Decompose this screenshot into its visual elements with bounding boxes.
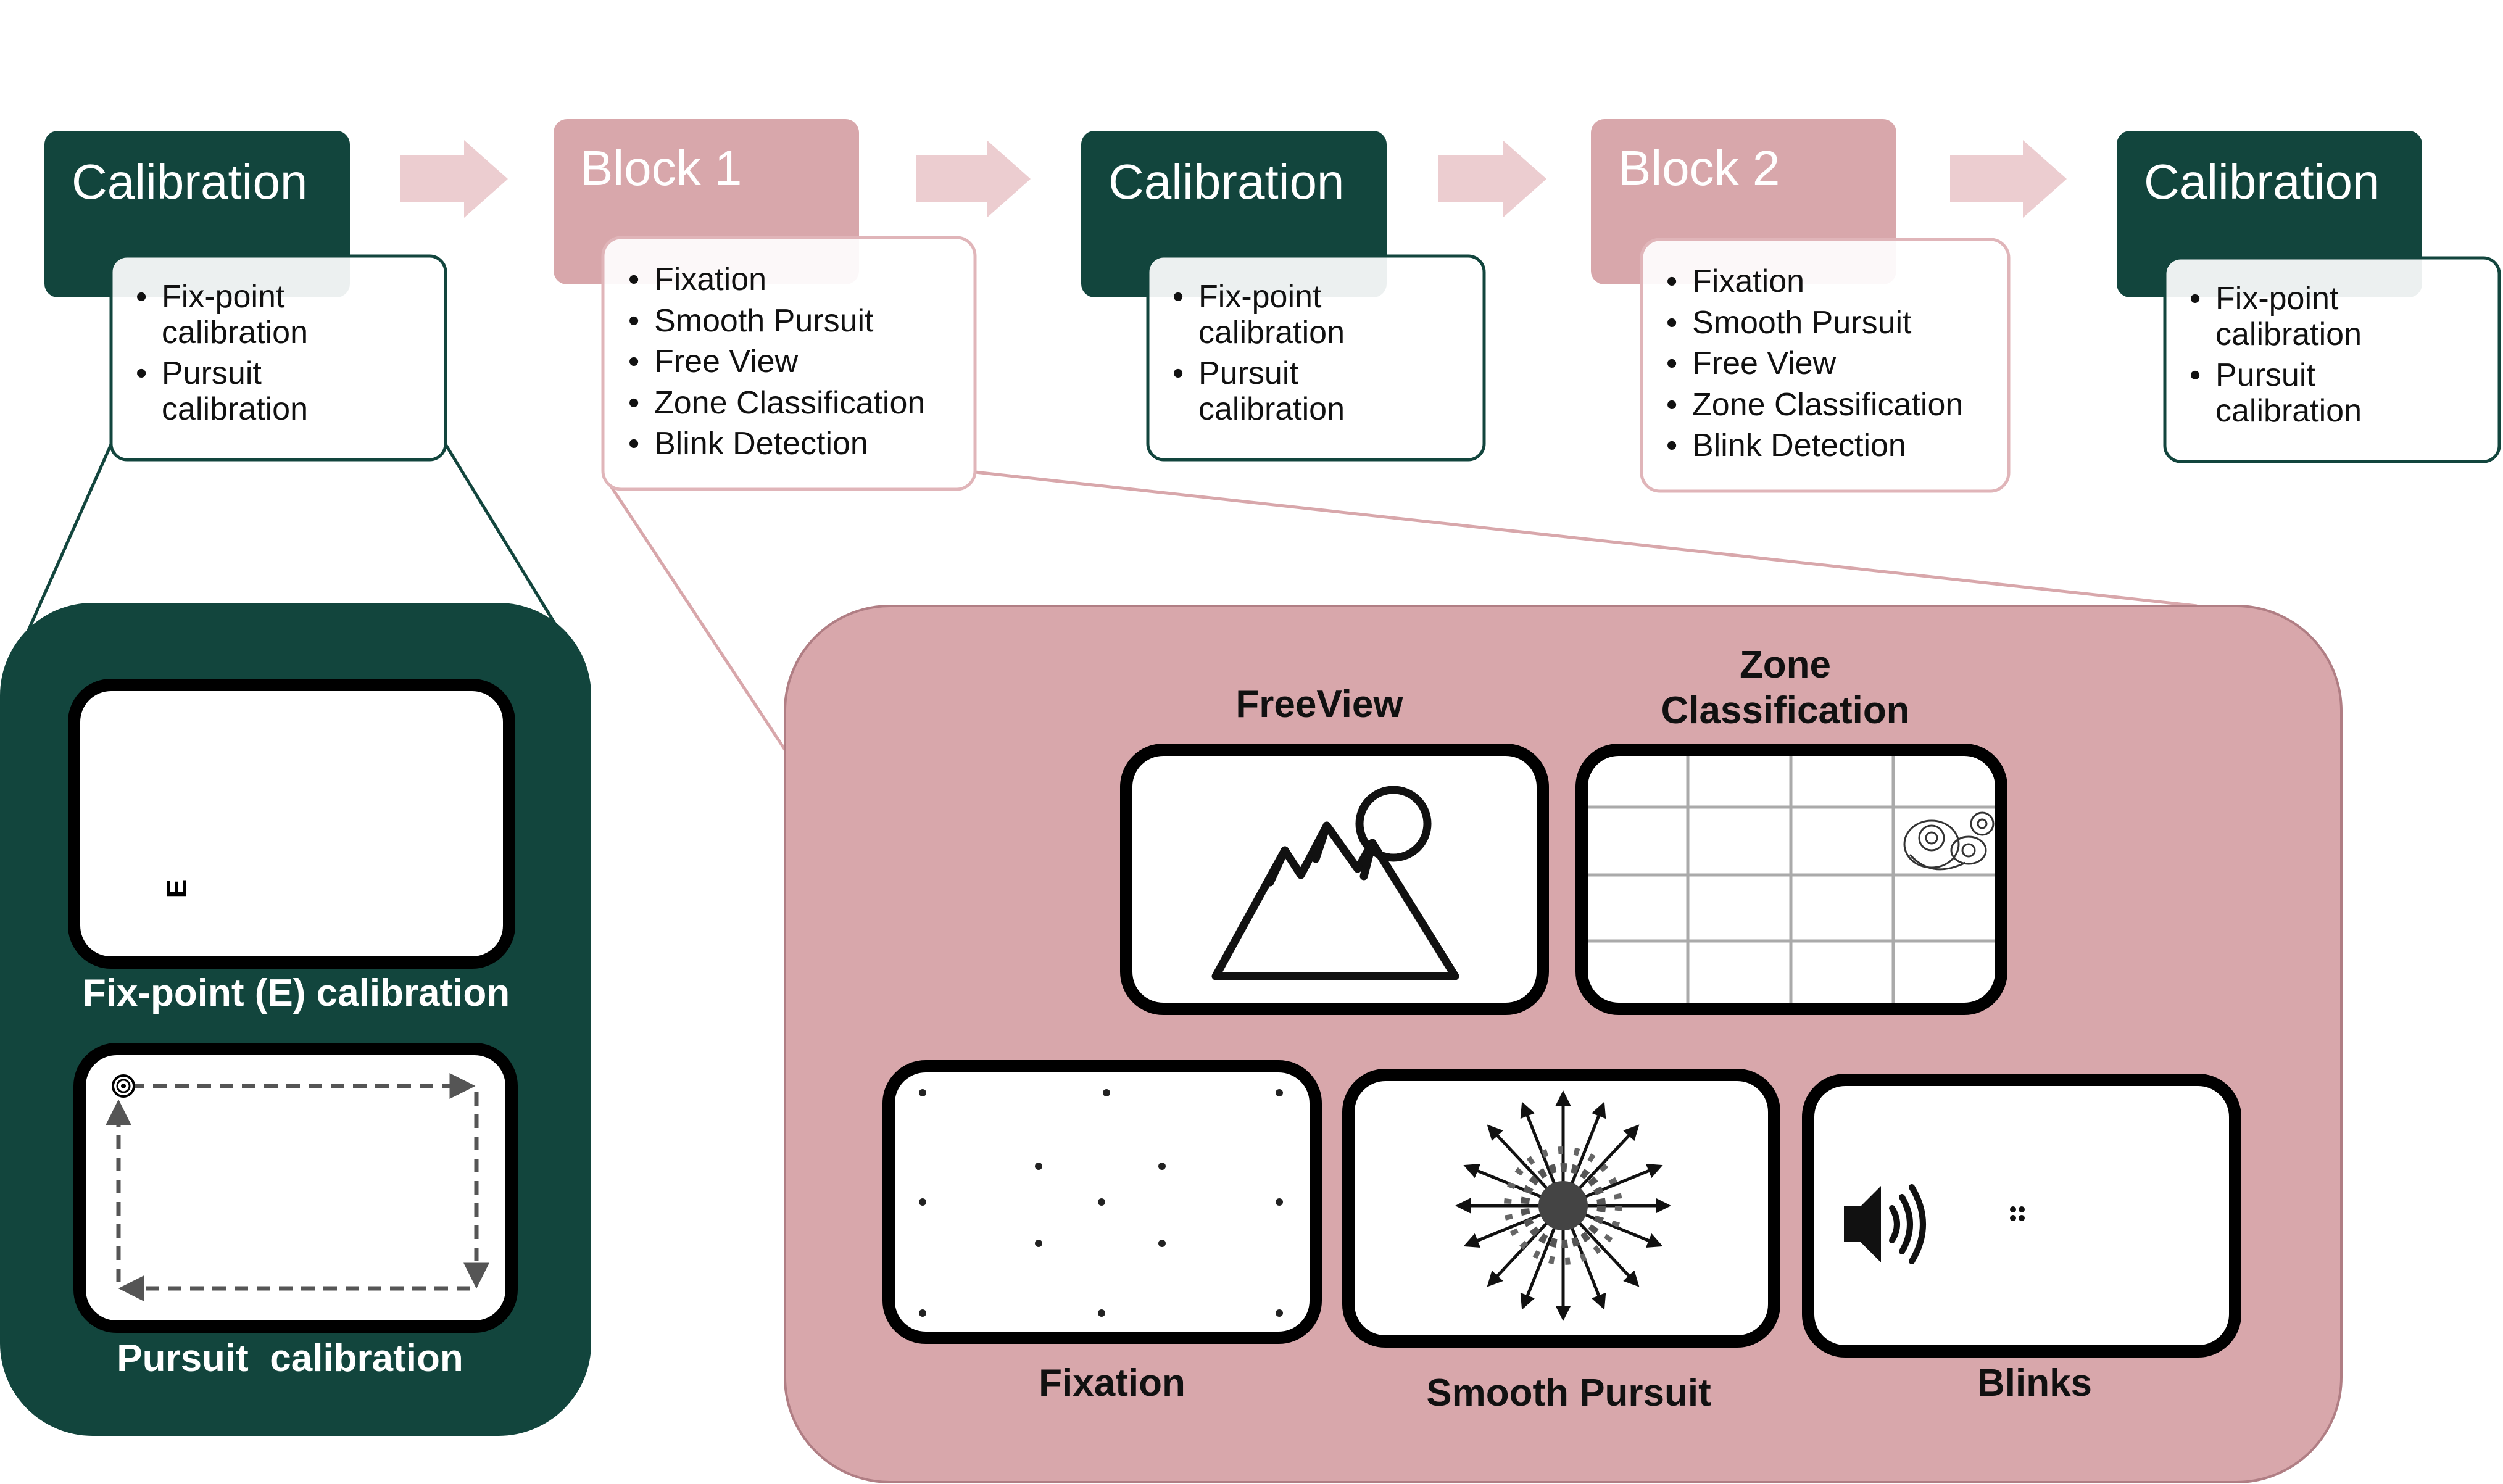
flow-arrow-3 (1438, 140, 1546, 218)
bullet-text: Blink Detection (1692, 428, 1906, 463)
svg-text:•: • (1666, 346, 1677, 381)
speaker-icon (1844, 1184, 1926, 1264)
bullet-text: Fix-point (1198, 279, 1322, 315)
blinks-label: Blinks (1977, 1362, 2092, 1404)
bullet-text: Blink Detection (654, 426, 868, 462)
stage-bullet-box (601, 236, 977, 491)
stage-bullet-box (1146, 254, 1486, 462)
bullet-text: calibration (1198, 315, 1345, 350)
fixation-points (919, 1089, 1283, 1317)
timeline-stage-calibration-2: Calibration • Fix-point calibration • Pu… (1081, 131, 1486, 462)
svg-text:•: • (136, 355, 147, 391)
bullet-text: Zone Classification (1692, 387, 1963, 423)
bullet-text: calibration (2215, 317, 2362, 352)
stage-title: Block 2 (1618, 141, 1780, 196)
svg-text:•: • (1666, 263, 1677, 299)
timeline-stage-block-2: Block 2 • Fixation • Smooth Pursuit • Fr… (1591, 119, 2011, 493)
flow-arrow-1 (400, 140, 508, 218)
timeline-stage-calibration-1: Calibration • Fix-point calibration • Pu… (44, 131, 447, 462)
svg-text:•: • (2190, 357, 2201, 393)
bullet-text: Free View (654, 344, 799, 379)
stage-title: Block 1 (580, 141, 742, 196)
pursuit-path (106, 1073, 489, 1301)
mountain-icon (1211, 786, 1459, 980)
bullet-text: Free View (1692, 346, 1837, 381)
bullet-text: Smooth Pursuit (654, 303, 874, 339)
calibration-detail-panel: E Fix-point (E) calibration Pursuit cali… (0, 603, 591, 1436)
stage-bullet-box (2163, 256, 2501, 463)
stage-bullet-box (109, 254, 447, 462)
bullet-text: calibration (1198, 391, 1345, 427)
fixation-point-icon (2010, 1206, 2025, 1221)
svg-text:•: • (1666, 428, 1677, 463)
bullet-text: Pursuit (162, 355, 262, 391)
zone-classification-label-line1: Zone (1740, 644, 1831, 686)
svg-text:•: • (1173, 279, 1184, 315)
fixpoint-stimulus-letter: E (160, 879, 193, 898)
flow-arrow-4 (1950, 140, 2067, 218)
stage-bullet-box (1640, 238, 2011, 493)
bullet-text: calibration (162, 391, 308, 427)
zoom-connectors (23, 443, 2198, 751)
fixpoint-screen (68, 679, 515, 969)
svg-text:•: • (2190, 281, 2201, 317)
stage-title: Calibration (72, 154, 307, 209)
flow-arrow-2 (916, 140, 1031, 218)
bullet-text: Fix-point (2215, 281, 2339, 317)
bullet-text: calibration (162, 315, 308, 350)
svg-text:•: • (628, 426, 639, 462)
stage-title: Calibration (1108, 154, 1344, 209)
block-detail-panel: FreeView Zone Classification (784, 605, 2343, 1483)
svg-text:•: • (628, 344, 639, 379)
paisley-icon (1903, 811, 1995, 871)
zone-classification-label-line2: Classification (1661, 689, 1909, 732)
svg-text:•: • (628, 262, 639, 297)
stage-header-box (2117, 131, 2422, 297)
radial-pursuit-icon (1455, 1090, 1671, 1321)
smooth-pursuit-label: Smooth Pursuit (1426, 1372, 1711, 1414)
fixpoint-calibration-label: Fix-point (E) calibration (83, 972, 510, 1014)
svg-text:•: • (628, 303, 639, 339)
zone-grid (1588, 756, 1995, 1003)
fixation-label: Fixation (1039, 1362, 1185, 1404)
svg-text:•: • (1666, 387, 1677, 423)
svg-text:•: • (136, 279, 147, 315)
svg-text:•: • (628, 385, 639, 421)
bullet-text: Pursuit (1198, 355, 1298, 391)
pursuit-screen (73, 1043, 518, 1333)
freeview-screen (1120, 744, 1549, 1015)
bullet-text: Zone Classification (654, 385, 925, 421)
target-icon (112, 1074, 135, 1098)
bullet-text: Pursuit (2215, 357, 2315, 393)
pursuit-calibration-label: Pursuit calibration (117, 1337, 463, 1380)
svg-text:•: • (1173, 355, 1184, 391)
bullet-text: Smooth Pursuit (1692, 305, 1912, 341)
timeline-stage-calibration-3: Calibration • Fix-point calibration • Pu… (2117, 131, 2501, 463)
bullet-text: calibration (2215, 393, 2362, 429)
stage-title: Calibration (2144, 154, 2380, 209)
bullet-text: Fixation (654, 262, 766, 297)
bullet-text: Fixation (1692, 263, 1804, 299)
svg-text:•: • (1666, 305, 1677, 341)
timeline-arrows (400, 140, 2067, 218)
timeline-stage-block-1: Block 1 • Fixation • Smooth Pursuit • Fr… (554, 119, 977, 491)
freeview-label: FreeView (1235, 683, 1403, 726)
bullet-text: Fix-point (162, 279, 285, 315)
